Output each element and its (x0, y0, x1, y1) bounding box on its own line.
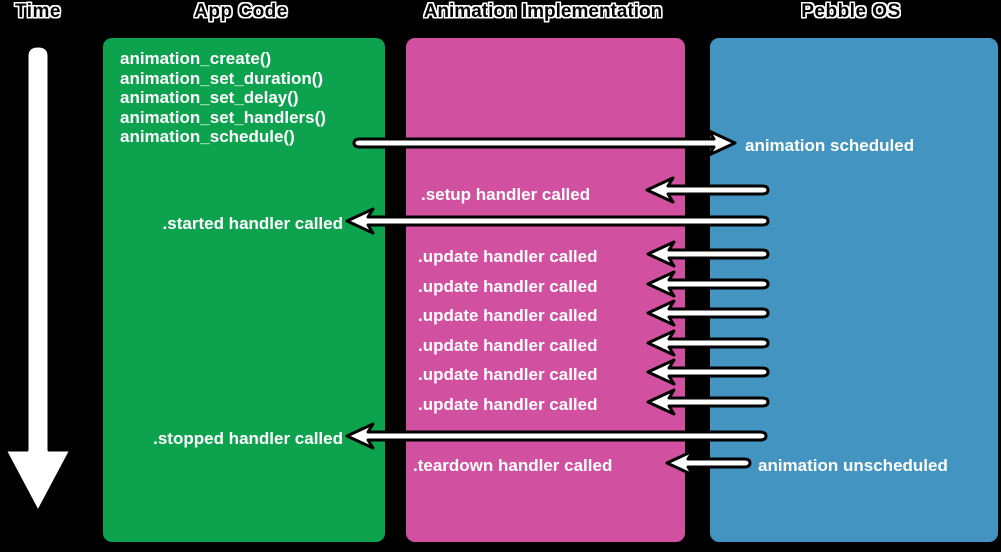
started-handler-label: .started handler called (162, 214, 343, 233)
animation-implementation-header: Animation Implementation (423, 1, 663, 22)
arrow-update-handler-icon (646, 270, 770, 298)
setup-handler-label: .setup handler called (421, 185, 591, 204)
update-handler-label: .update handler called (418, 395, 598, 414)
pebble-os-header: Pebble OS (801, 1, 901, 22)
update-handler-label: .update handler called (418, 365, 598, 384)
arrow-setup-handler-icon (645, 176, 770, 204)
function-call: animation_set_handlers() (120, 107, 326, 127)
function-call: animation_create() (120, 49, 272, 68)
arrow-schedule-to-os-icon (352, 129, 737, 157)
animation-scheduled-label: animation scheduled (745, 136, 915, 155)
update-handler-label: .update handler called (418, 277, 598, 296)
app-code-function-list: animation_create() animation_set_duratio… (120, 49, 326, 147)
time-down-arrow-icon (3, 44, 73, 514)
arrow-started-handler-icon (345, 207, 770, 235)
arrow-update-handler-icon (646, 388, 770, 416)
function-call: animation_set_delay() (120, 88, 299, 107)
stopped-handler-label: .stopped handler called (153, 429, 343, 448)
animation-unscheduled-label: animation unscheduled (758, 456, 948, 475)
update-handler-label: .update handler called (418, 336, 598, 355)
arrow-teardown-handler-icon (665, 449, 752, 477)
pebble-os-box: animation scheduled animation unschedule… (707, 35, 1001, 545)
function-call: animation_schedule() (120, 127, 295, 146)
function-call: animation_set_duration() (120, 68, 324, 88)
animation-implementation-box: .setup handler called .update handler ca… (403, 35, 688, 545)
arrow-update-handler-icon (646, 358, 770, 386)
app-code-box: animation_create() animation_set_duratio… (100, 35, 388, 545)
update-handler-label: .update handler called (418, 247, 598, 266)
arrow-update-handler-icon (646, 329, 770, 357)
time-header: Time (14, 1, 61, 22)
arrow-stopped-handler-icon (345, 422, 768, 450)
app-code-header: App Code (194, 1, 288, 22)
arrow-update-handler-icon (646, 299, 770, 327)
arrow-update-handler-icon (646, 240, 770, 268)
update-handler-label: .update handler called (418, 306, 598, 325)
teardown-handler-label: .teardown handler called (413, 456, 613, 475)
